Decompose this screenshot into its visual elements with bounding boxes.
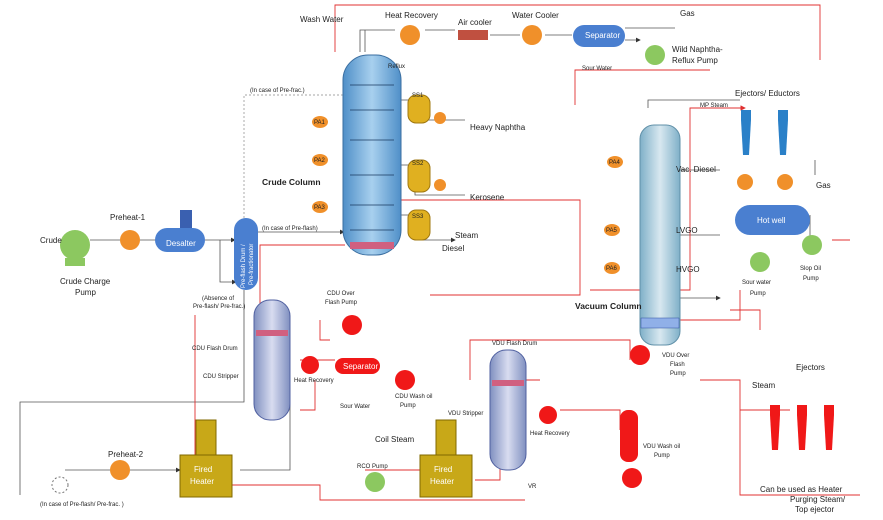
- label: CDU Flash Drum: [192, 346, 238, 352]
- label: VR: [528, 484, 537, 490]
- vacuum-column: [639, 124, 681, 346]
- label: Purging Steam/: [790, 495, 846, 504]
- label: Water Cooler: [512, 11, 559, 20]
- label: LVGO: [676, 226, 698, 235]
- label: Crude: [40, 236, 62, 245]
- label: Sour Water: [340, 404, 370, 410]
- label: CDU Wash oil: [395, 394, 432, 400]
- label: Coil Steam: [375, 435, 414, 444]
- side-strippers: [407, 94, 431, 241]
- label: Top ejector: [795, 505, 834, 514]
- label: (Absence of: [202, 296, 234, 302]
- label: Steam: [752, 381, 775, 390]
- label: Wild Naphtha-: [672, 45, 723, 54]
- label: Separator: [343, 362, 378, 371]
- label: Crude Charge: [60, 277, 111, 286]
- label: MP Steam: [700, 103, 728, 109]
- label: PA4: [609, 160, 621, 166]
- crude-column: [342, 54, 402, 256]
- label: HVGO: [676, 265, 700, 274]
- label: Pump: [75, 288, 96, 297]
- labels: Wash Water Heat Recovery Air cooler Wate…: [40, 9, 846, 514]
- label: VDU Flash Drum: [492, 341, 537, 347]
- label: Pre-fractionator: [249, 244, 255, 285]
- label: Preheat-2: [108, 450, 144, 459]
- label: Wash Water: [300, 15, 344, 24]
- label: Pre-flash Drum /: [241, 244, 247, 288]
- label: Fired: [434, 465, 452, 474]
- pump-around-exchangers: [312, 116, 623, 274]
- label: Diesel: [442, 244, 464, 253]
- label: SS2: [412, 161, 424, 167]
- ejectors: [741, 110, 834, 450]
- optional-pump: [51, 476, 69, 494]
- label: PA1: [314, 120, 326, 126]
- label: Pump: [750, 291, 766, 297]
- label: VDU Over: [662, 353, 689, 359]
- label: Preheat-1: [110, 213, 146, 222]
- label: CDU Over: [327, 291, 355, 297]
- label: Hot well: [757, 216, 786, 225]
- label: CDU Stripper: [203, 374, 239, 380]
- label: Gas: [816, 181, 831, 190]
- label: Pre-flash/ Pre-frac.): [193, 304, 245, 310]
- label: Air cooler: [458, 18, 492, 27]
- label: Flash Pump: [325, 300, 358, 306]
- label: Pump: [654, 453, 670, 459]
- label: Heavy Naphtha: [470, 123, 526, 132]
- label: Sour Water: [582, 66, 612, 72]
- label: (In case of Pre-flash/ Pre-frac. ): [40, 502, 124, 508]
- label: Slop Oil: [800, 266, 821, 272]
- label: (In case of Pre-frac.): [250, 88, 305, 94]
- label: Crude Column: [262, 177, 321, 187]
- label: PA2: [314, 158, 326, 164]
- label: (In case of Pre-flash): [262, 226, 318, 232]
- pumps: [60, 45, 822, 492]
- label: Ejectors: [796, 363, 825, 372]
- fired-heaters: [179, 419, 473, 498]
- label: Kerosene: [470, 193, 505, 202]
- label: SS3: [412, 214, 424, 220]
- label: Desalter: [166, 239, 196, 248]
- label: Reflux Pump: [672, 56, 718, 65]
- label: Sour water: [742, 280, 771, 286]
- label: Can be used as Heater: [760, 485, 843, 494]
- label: Heat Recovery: [294, 378, 334, 384]
- label: RCO Pump: [357, 464, 388, 470]
- label: Heater: [430, 477, 454, 486]
- label: Steam: [455, 231, 478, 240]
- label: Vacuum Column: [575, 301, 642, 311]
- label: VDU Stripper: [448, 411, 483, 417]
- label: Pump: [400, 403, 416, 409]
- label: Reflux: [388, 64, 405, 70]
- label: PA5: [606, 228, 618, 234]
- label: PA6: [606, 266, 618, 272]
- process-lines: [19, 27, 816, 495]
- heat-exchangers: [110, 25, 793, 480]
- label: Fired: [194, 465, 212, 474]
- label: Pump: [670, 371, 686, 377]
- label: Pump: [803, 276, 819, 282]
- label: Heat Recovery: [530, 431, 570, 437]
- label: PA3: [314, 205, 326, 211]
- label: Gas: [680, 9, 695, 18]
- vessels: [155, 25, 810, 471]
- label: Heat Recovery: [385, 11, 438, 20]
- hot-lines: [194, 4, 860, 501]
- label: SS1: [412, 93, 424, 99]
- label: Separator: [585, 31, 620, 40]
- label: Heater: [190, 477, 214, 486]
- label: Vac. Diesel: [676, 165, 716, 174]
- label: VDU Wash oil: [643, 444, 680, 450]
- label: Flash: [670, 362, 685, 368]
- label: Ejectors/ Eductors: [735, 89, 800, 98]
